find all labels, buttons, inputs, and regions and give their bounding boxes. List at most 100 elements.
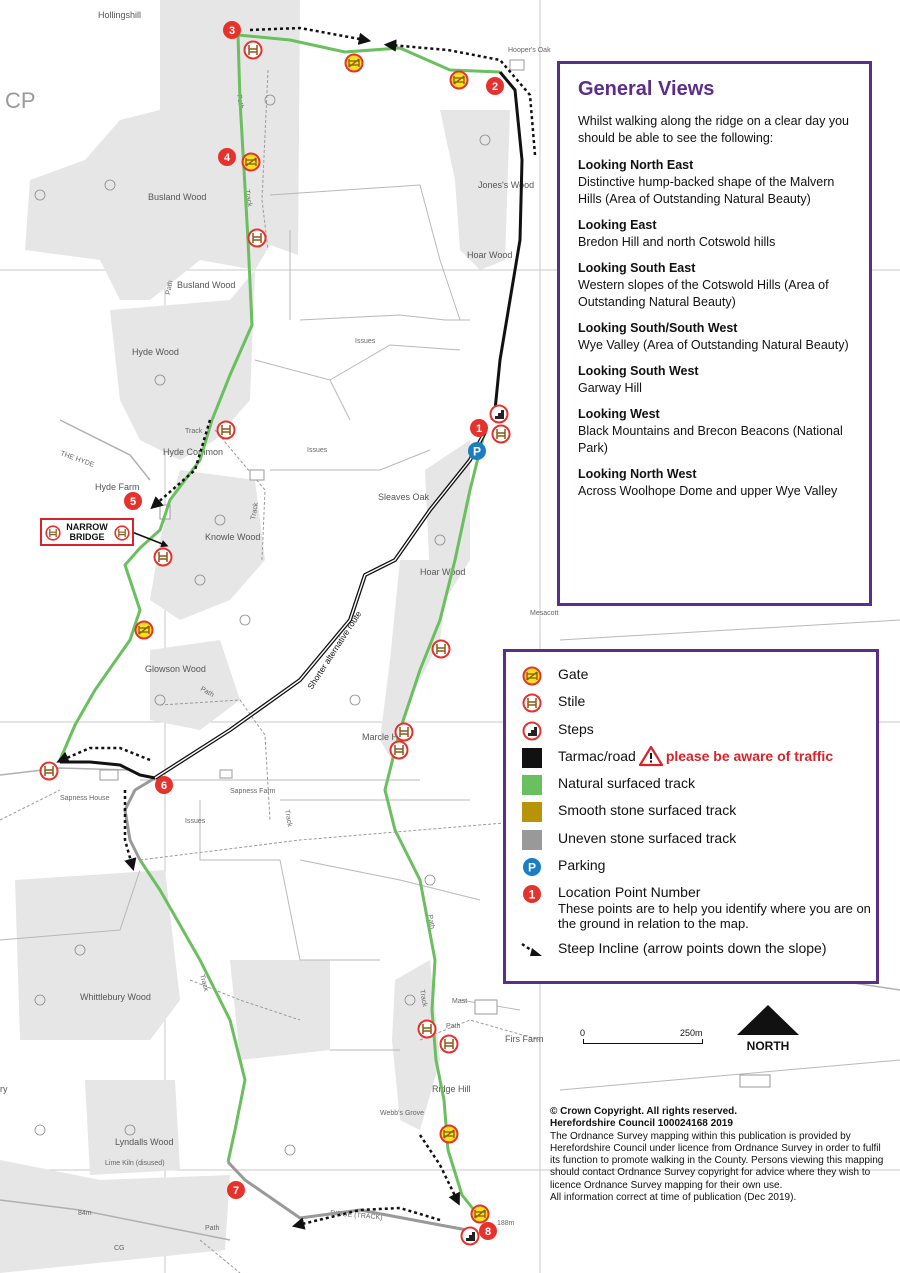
svg-text:3: 3 <box>229 25 235 37</box>
licence-notice: The Ordnance Survey mapping within this … <box>550 1130 884 1191</box>
legend-location-description: These points are to help you identify wh… <box>558 901 871 932</box>
location-points: 1 2 3 4 5 6 7 8 <box>124 21 504 1240</box>
view-heading: Looking South East <box>578 261 696 275</box>
legend-label-steep: Steep Incline (arrow points down the slo… <box>558 940 827 957</box>
stile-icon <box>439 1034 459 1054</box>
label-ridge-track: RIDGE (TRACK) <box>330 1210 383 1222</box>
legend-label-parking: Parking <box>558 857 606 874</box>
traffic-warning: please be aware of traffic <box>665 747 834 764</box>
narrow-bridge-callout: NARROW BRIDGE <box>40 518 134 546</box>
stile-icon <box>216 420 236 440</box>
legend-row-natural: Natural surfaced track <box>520 775 876 802</box>
steps-icon <box>522 721 542 741</box>
stile-icon <box>389 740 409 760</box>
view-heading: Looking West <box>578 407 660 421</box>
tree-symbols <box>34 94 491 1156</box>
label-hoopers-oak: Hooper's Oak <box>508 47 551 54</box>
legend-row-location: 1 Location Point Number These points are… <box>520 884 876 940</box>
legend-row-parking: P Parking <box>520 857 876 884</box>
label-issues-2: Issues <box>307 447 328 454</box>
legend-row-uneven: Uneven stone surfaced track <box>520 829 876 857</box>
gate-icon <box>439 1124 459 1144</box>
base-labels: Hollingshill CP Busland Wood Busland Woo… <box>0 10 558 1252</box>
label-hyde-farm: Hyde Farm <box>95 482 140 492</box>
location-point-6: 6 <box>155 776 173 794</box>
legend-label-tarmac: Tarmac/road <box>558 747 636 764</box>
view-description: Wye Valley (Area of Outstanding Natural … <box>578 338 849 352</box>
label-jones-wood: Jones's Wood <box>478 180 534 190</box>
legend-label-natural: Natural surfaced track <box>558 775 695 792</box>
general-views-intro: Whilst walking along the ridge on a clea… <box>578 114 849 145</box>
view-heading: Looking North East <box>578 158 694 172</box>
gate-icon <box>470 1204 490 1224</box>
copyright-line: © Crown Copyright. All rights reserved. <box>550 1106 738 1117</box>
label-whittlebury-wood: Whittlebury Wood <box>80 992 151 1002</box>
natural-track-swatch <box>522 775 542 796</box>
legend-label-gate: Gate <box>558 666 589 682</box>
svg-text:P: P <box>528 861 536 875</box>
label-mesacott: Mesacott <box>530 610 558 617</box>
label-path-3: Path <box>426 914 435 930</box>
svg-text:4: 4 <box>224 152 231 164</box>
woodland-areas <box>0 0 510 1273</box>
base-paths <box>0 69 701 1273</box>
label-lyndalls-wood: Lyndalls Wood <box>115 1137 174 1147</box>
gate-icon <box>134 620 154 640</box>
label-path-2: Path <box>165 280 174 296</box>
view-description: Black Mountains and Brecon Beacons (Nati… <box>578 424 843 455</box>
label-track-1: Track <box>185 428 203 435</box>
tarmac-swatch <box>522 747 542 768</box>
svg-text:7: 7 <box>233 1185 239 1197</box>
steps-icon <box>460 1226 480 1246</box>
scale-distance: 250m <box>680 1028 703 1038</box>
smooth-track-swatch <box>522 802 542 823</box>
label-hyde-wood: Hyde Wood <box>132 347 179 357</box>
label-busland-wood-2: Busland Wood <box>177 280 235 290</box>
gate-icon <box>449 70 469 90</box>
stile-icon <box>153 547 173 567</box>
map-legend: Gate Stile Steps Tarmac/road please be a… <box>503 649 879 984</box>
view-heading: Looking North West <box>578 467 697 481</box>
label-ry: ry <box>0 1084 8 1094</box>
view-description: Western slopes of the Cotswold Hills (Ar… <box>578 278 829 309</box>
uneven-track-swatch <box>522 829 542 850</box>
legend-row-steep: Steep Incline (arrow points down the slo… <box>520 940 876 967</box>
svg-text:1: 1 <box>476 423 482 435</box>
label-path-6: Path <box>205 1225 220 1232</box>
parking-symbol: P <box>473 445 481 459</box>
label-cg: CG <box>114 1245 125 1252</box>
steps-icon <box>489 404 509 424</box>
legend-row-steps: Steps <box>520 721 876 748</box>
label-knowle-wood: Knowle Wood <box>205 532 260 542</box>
view-heading: Looking South West <box>578 364 699 378</box>
legend-row-tarmac: Tarmac/road please be aware of traffic <box>520 745 876 775</box>
stile-icon <box>114 525 130 541</box>
label-84m: 84m <box>78 1210 92 1217</box>
route-tarmac <box>60 71 524 780</box>
legend-label-steps: Steps <box>558 720 594 737</box>
label-firs-farm: Firs Farm <box>505 1034 544 1044</box>
stile-icon <box>522 693 542 713</box>
legend-row-stile: Stile <box>520 693 876 720</box>
svg-text:1: 1 <box>529 888 536 902</box>
legend-label-uneven: Uneven stone surfaced track <box>558 829 737 846</box>
view-heading: Looking East <box>578 218 657 232</box>
view-description: Bredon Hill and north Cotswold hills <box>578 235 776 249</box>
svg-text:2: 2 <box>492 81 498 93</box>
label-hoar-wood-2: Hoar Wood <box>420 567 465 577</box>
publication-date-note: All information correct at time of publi… <box>550 1192 797 1204</box>
location-point-5: 5 <box>124 492 142 510</box>
label-issues-1: Issues <box>355 338 376 345</box>
stile-icon <box>394 722 414 742</box>
location-point-icon: 1 <box>523 885 541 904</box>
general-views-panel: General Views Whilst walking along the r… <box>557 61 872 606</box>
stile-icon <box>491 424 511 444</box>
gate-icon <box>522 666 542 686</box>
label-glowson-wood: Glowson Wood <box>145 664 206 674</box>
stile-icon <box>45 525 61 541</box>
stile-icon <box>417 1019 437 1039</box>
